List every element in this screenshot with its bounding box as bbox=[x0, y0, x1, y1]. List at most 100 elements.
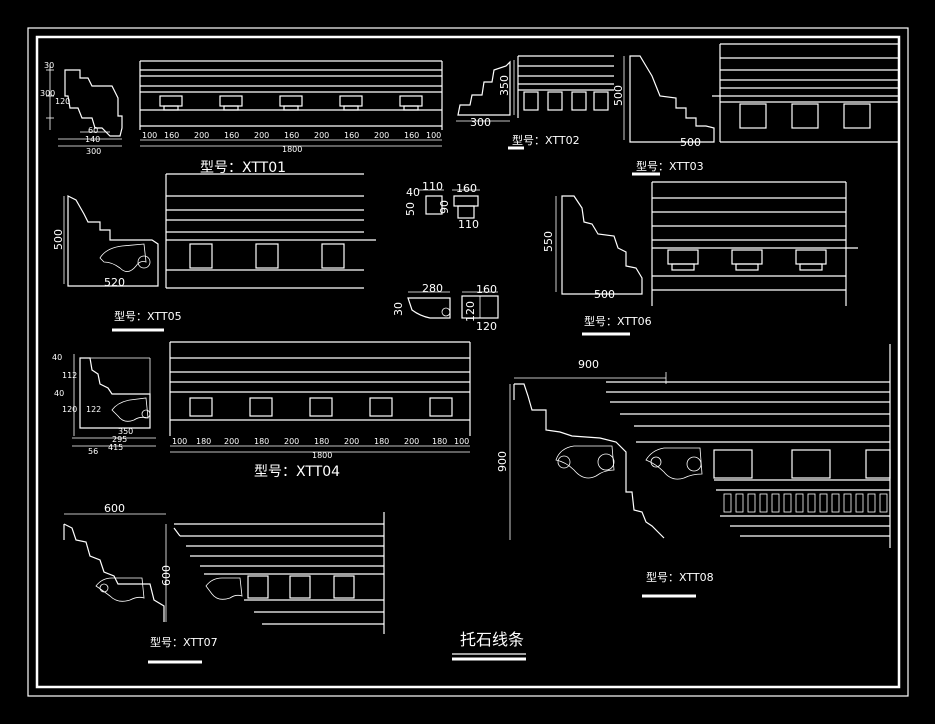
outer-frame bbox=[27, 27, 909, 697]
mid-dim-a2: 110 bbox=[422, 180, 443, 193]
xtt04-run-7: 180 bbox=[374, 437, 389, 446]
xtt04-run-0: 100 bbox=[172, 437, 187, 446]
dentil-block bbox=[771, 493, 780, 513]
model-label-xtt03: 型号：XTT03 bbox=[636, 159, 704, 173]
xtt03-dim-h: 500 bbox=[612, 85, 625, 106]
xtt04-dim-h1: 40 bbox=[52, 353, 62, 362]
xtt02-drawing bbox=[456, 55, 614, 150]
xtt01-run-4: 200 bbox=[254, 131, 269, 140]
dentil-block bbox=[819, 493, 828, 513]
xtt04-dim-w2: 295 bbox=[112, 435, 127, 444]
dentil-block bbox=[747, 493, 756, 513]
xtt07-drawing bbox=[63, 512, 385, 664]
xtt01-run-6: 200 bbox=[314, 131, 329, 140]
dentil-block bbox=[843, 493, 852, 513]
xtt01-dim-w2: 140 bbox=[85, 135, 100, 144]
xtt06-dim-w: 500 bbox=[594, 288, 615, 301]
dentil-block bbox=[735, 493, 744, 513]
xtt04-dim-h5: 122 bbox=[86, 405, 101, 414]
xtt01-run-5: 160 bbox=[284, 131, 299, 140]
dentil-block bbox=[783, 493, 792, 513]
xtt04-run-1: 180 bbox=[196, 437, 211, 446]
xtt04-run-10: 100 bbox=[454, 437, 469, 446]
xtt04-dim-w4: 56 bbox=[88, 447, 98, 456]
xtt08-dentils bbox=[723, 493, 888, 513]
mid-dim-a1: 40 bbox=[406, 186, 420, 199]
xtt04-dim-h4: 120 bbox=[62, 405, 77, 414]
dentil-block bbox=[867, 493, 876, 513]
xtt02-dim-h: 350 bbox=[498, 75, 511, 96]
xtt04-dim-w1: 350 bbox=[118, 427, 133, 436]
mid-dim-a3: 50 bbox=[404, 202, 417, 216]
model-label-xtt01: 型号：XTT01 bbox=[200, 160, 286, 176]
mid-dim-a4: 90 bbox=[438, 200, 451, 214]
xtt01-total: 1800 bbox=[282, 145, 302, 154]
xtt04-elevation bbox=[169, 341, 471, 453]
sheet-title: 托石线条 bbox=[460, 630, 524, 649]
xtt06-dim-h: 550 bbox=[542, 231, 555, 252]
xtt05-dim-w: 520 bbox=[104, 276, 125, 289]
xtt01-run-9: 160 bbox=[404, 131, 419, 140]
xtt01-profile bbox=[46, 64, 123, 147]
xtt01-run-8: 200 bbox=[374, 131, 389, 140]
model-label-xtt05: 型号：XTT05 bbox=[114, 309, 182, 323]
xtt01-dim-h1: 30 bbox=[44, 61, 54, 70]
mid-dim-b2: 160 bbox=[476, 283, 497, 296]
xtt01-run-10: 100 bbox=[426, 131, 441, 140]
xtt04-profile bbox=[72, 354, 156, 447]
model-label-xtt07: 型号：XTT07 bbox=[150, 635, 218, 649]
xtt06-drawing bbox=[555, 181, 858, 336]
xtt05-drawing bbox=[63, 173, 376, 332]
xtt01-run-1: 160 bbox=[164, 131, 179, 140]
xtt01-dim-w3: 300 bbox=[86, 147, 101, 156]
xtt04-run-dims: 100 180 200 180 200 180 200 180 200 180 … bbox=[172, 437, 469, 460]
xtt04-run-2: 200 bbox=[224, 437, 239, 446]
model-label-xtt06: 型号：XTT06 bbox=[584, 314, 652, 328]
bracket-details bbox=[407, 189, 499, 319]
model-label-xtt02: 型号：XTT02 bbox=[512, 133, 580, 147]
xtt07-dim-w: 600 bbox=[104, 502, 125, 515]
mid-dim-a6: 110 bbox=[458, 218, 479, 231]
xtt01-dim-h3: 120 bbox=[55, 97, 70, 106]
dentil-block bbox=[807, 493, 816, 513]
mid-dim-b3: 30 bbox=[392, 302, 405, 316]
xtt08-drawing bbox=[509, 344, 891, 598]
dentil-block bbox=[795, 493, 804, 513]
xtt04-run-8: 200 bbox=[404, 437, 419, 446]
dentil-block bbox=[855, 493, 864, 513]
xtt03-drawing bbox=[623, 43, 898, 176]
xtt01-dim-h2: 300 bbox=[40, 89, 55, 98]
xtt04-dim-w3: 415 bbox=[108, 443, 123, 452]
xtt08-dim-h: 900 bbox=[496, 451, 509, 472]
xtt02-dim-w: 300 bbox=[470, 116, 491, 129]
xtt08-dim-w: 900 bbox=[578, 358, 599, 371]
dentil-block bbox=[831, 493, 840, 513]
dentil-block bbox=[759, 493, 768, 513]
xtt04-dim-h2: 112 bbox=[62, 371, 77, 380]
xtt07-dim-h: 600 bbox=[160, 565, 173, 586]
xtt01-run-3: 160 bbox=[224, 131, 239, 140]
xtt01-run-2: 200 bbox=[194, 131, 209, 140]
mid-dim-b1: 280 bbox=[422, 282, 443, 295]
xtt05-dim-h: 500 bbox=[52, 229, 65, 250]
mid-dim-b4: 120 bbox=[464, 301, 477, 322]
xtt04-run-4: 200 bbox=[284, 437, 299, 446]
inner-frame bbox=[35, 35, 901, 689]
xtt01-run-dims: 100 160 200 160 200 160 200 160 200 160 … bbox=[142, 131, 441, 154]
xtt01-dim-w1: 60 bbox=[88, 126, 98, 135]
dentil-block bbox=[879, 493, 888, 513]
xtt03-dim-w: 500 bbox=[680, 136, 701, 149]
xtt01-run-0: 100 bbox=[142, 131, 157, 140]
model-label-xtt04: 型号：XTT04 bbox=[254, 464, 340, 480]
xtt04-run-3: 180 bbox=[254, 437, 269, 446]
xtt01-run-7: 160 bbox=[344, 131, 359, 140]
dentil-block bbox=[723, 493, 732, 513]
xtt01-elevation bbox=[139, 60, 443, 147]
xtt04-dim-h3: 40 bbox=[54, 389, 64, 398]
xtt04-run-5: 180 bbox=[314, 437, 329, 446]
xtt04-run-6: 200 bbox=[344, 437, 359, 446]
xtt04-run-9: 180 bbox=[432, 437, 447, 446]
model-label-xtt08: 型号：XTT08 bbox=[646, 570, 714, 584]
mid-dim-b5: 120 bbox=[476, 320, 497, 333]
